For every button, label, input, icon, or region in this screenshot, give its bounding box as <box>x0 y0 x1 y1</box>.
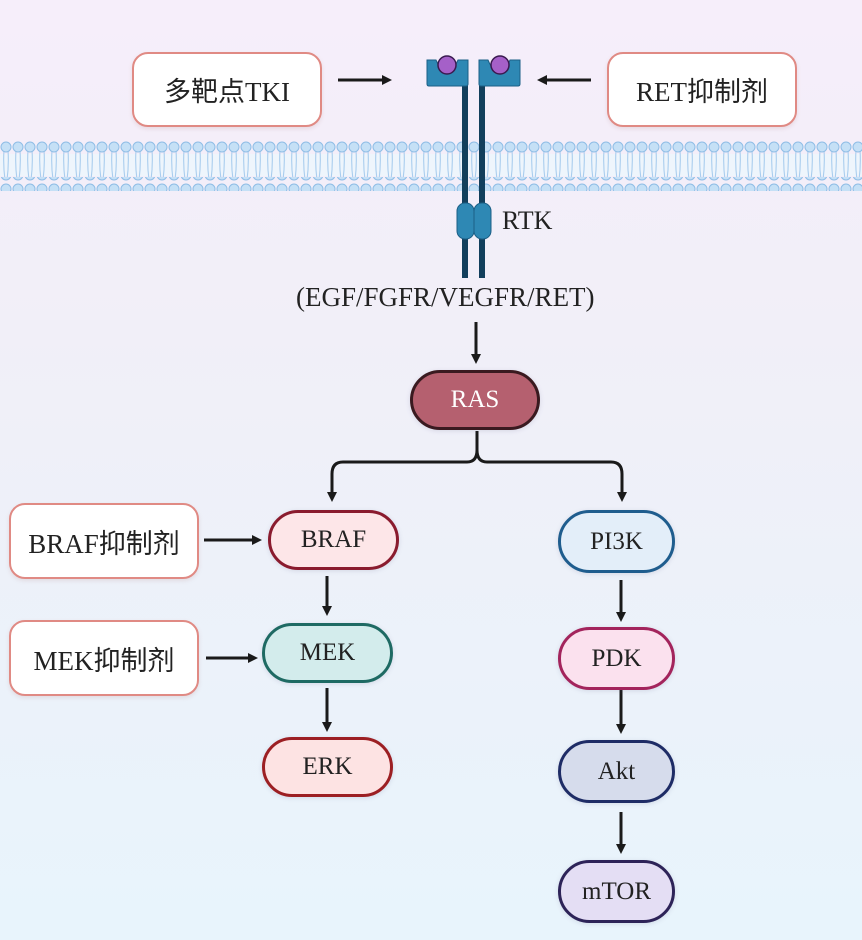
node-mtor: mTOR <box>558 860 675 923</box>
inhibitor-ret: RET抑制剂 <box>607 52 797 127</box>
cell-membrane <box>0 140 862 191</box>
rtk-receptor <box>426 55 521 278</box>
rtk-subtypes-label: (EGF/FGFR/VEGFR/RET) <box>296 282 595 312</box>
membrane-inner-heads <box>0 177 862 191</box>
node-pdk: PDK <box>558 627 675 690</box>
ligand-right-icon <box>490 55 510 75</box>
arrow-ras-to-pi3k <box>475 449 627 502</box>
node-akt: Akt <box>558 740 675 803</box>
kinase-domain-right <box>473 202 492 240</box>
node-braf: BRAF <box>268 510 399 570</box>
arrow-ras-to-braf <box>327 431 479 502</box>
node-ras: RAS <box>410 370 540 430</box>
ligand-left-icon <box>437 55 457 75</box>
inhibitor-mek: MEK抑制剂 <box>9 620 199 696</box>
inhibitor-braf: BRAF抑制剂 <box>9 503 199 579</box>
node-pi3k: PI3K <box>558 510 675 573</box>
receptor-stem-left <box>462 80 468 278</box>
receptor-stem-right <box>479 80 485 278</box>
node-mek: MEK <box>262 623 393 683</box>
membrane-tails <box>0 152 862 178</box>
kinase-domain-left <box>456 202 475 240</box>
membrane-outer-heads <box>0 140 862 154</box>
inhibitor-multi-tki: 多靶点TKI <box>132 52 322 127</box>
rtk-label: RTK <box>502 206 553 235</box>
node-erk: ERK <box>262 737 393 797</box>
